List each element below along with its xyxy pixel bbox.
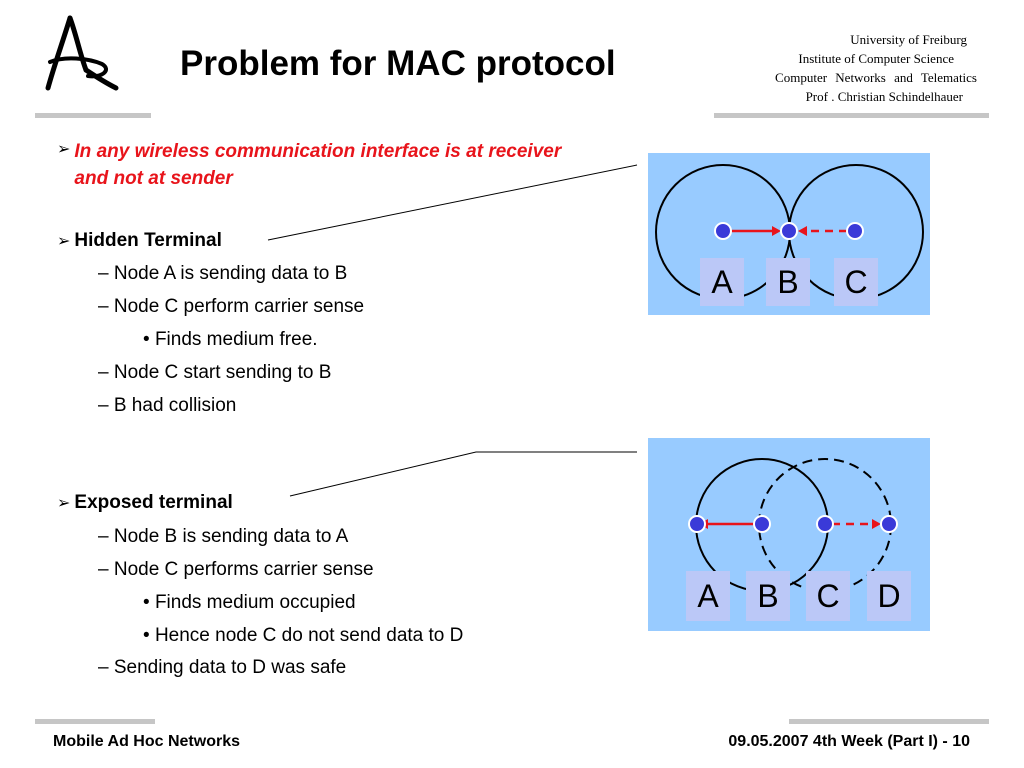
intro-bullet: ➢In any wireless communication interface…	[57, 138, 574, 192]
hidden-terminal-heading: ➢Hidden Terminal	[57, 230, 222, 251]
university-info: University of Freiburg Institute of Comp…	[657, 30, 977, 106]
university-name: University of Freiburg	[850, 32, 967, 47]
hidden-terminal-svg	[655, 164, 924, 300]
node-b	[780, 222, 798, 240]
intro-text: In any wireless communication interface …	[74, 141, 562, 189]
node-b	[753, 515, 771, 533]
list-item: – Node C start sending to B	[98, 362, 332, 383]
node-label-c: C	[806, 571, 850, 621]
list-item: • Finds medium occupied	[143, 592, 356, 613]
node-c	[816, 515, 834, 533]
institute-name: Institute of Computer Science	[798, 51, 954, 66]
footer-bar-right	[789, 719, 989, 724]
professor-name: Prof . Christian Schindelhauer	[805, 89, 963, 104]
node-label-a: A	[686, 571, 730, 621]
node-a	[688, 515, 706, 533]
node-label-b: B	[746, 571, 790, 621]
list-item: – B had collision	[98, 395, 237, 416]
node-label-b: B	[766, 258, 810, 306]
node-a	[714, 222, 732, 240]
exposed-terminal-heading: ➢Exposed terminal	[57, 492, 233, 513]
footer-right: 09.05.2007 4th Week (Part I) - 10	[728, 733, 970, 750]
exposed-terminal-diagram: A B C D	[648, 438, 930, 631]
list-item: – Node A is sending data to B	[98, 263, 348, 284]
list-item: • Finds medium free.	[143, 329, 318, 350]
node-c	[846, 222, 864, 240]
footer-bar-left	[35, 719, 155, 724]
bullet-arrow-icon: ➢	[57, 233, 71, 250]
list-item: – Sending data to D was safe	[98, 657, 347, 678]
university-logo	[45, 15, 119, 91]
list-item: – Node C perform carrier sense	[98, 296, 365, 317]
bullet-arrow-icon: ➢	[57, 141, 71, 158]
department-name: Computer Networks and Telematics	[775, 70, 977, 85]
node-label-d: D	[867, 571, 911, 621]
bullet-arrow-icon: ➢	[57, 495, 71, 512]
footer-left: Mobile Ad Hoc Networks	[53, 733, 240, 750]
hidden-terminal-diagram: A B C	[648, 153, 930, 315]
node-d	[880, 515, 898, 533]
page-title: Problem for MAC protocol	[180, 44, 616, 83]
exposed-terminal-svg	[688, 458, 898, 592]
list-item: – Node C performs carrier sense	[98, 559, 374, 580]
node-label-c: C	[834, 258, 878, 306]
list-item: • Hence node C do not send data to D	[143, 625, 464, 646]
header-bar-left	[35, 113, 151, 118]
node-label-a: A	[700, 258, 744, 306]
list-item: – Node B is sending data to A	[98, 526, 349, 547]
header-bar-right	[714, 113, 989, 118]
